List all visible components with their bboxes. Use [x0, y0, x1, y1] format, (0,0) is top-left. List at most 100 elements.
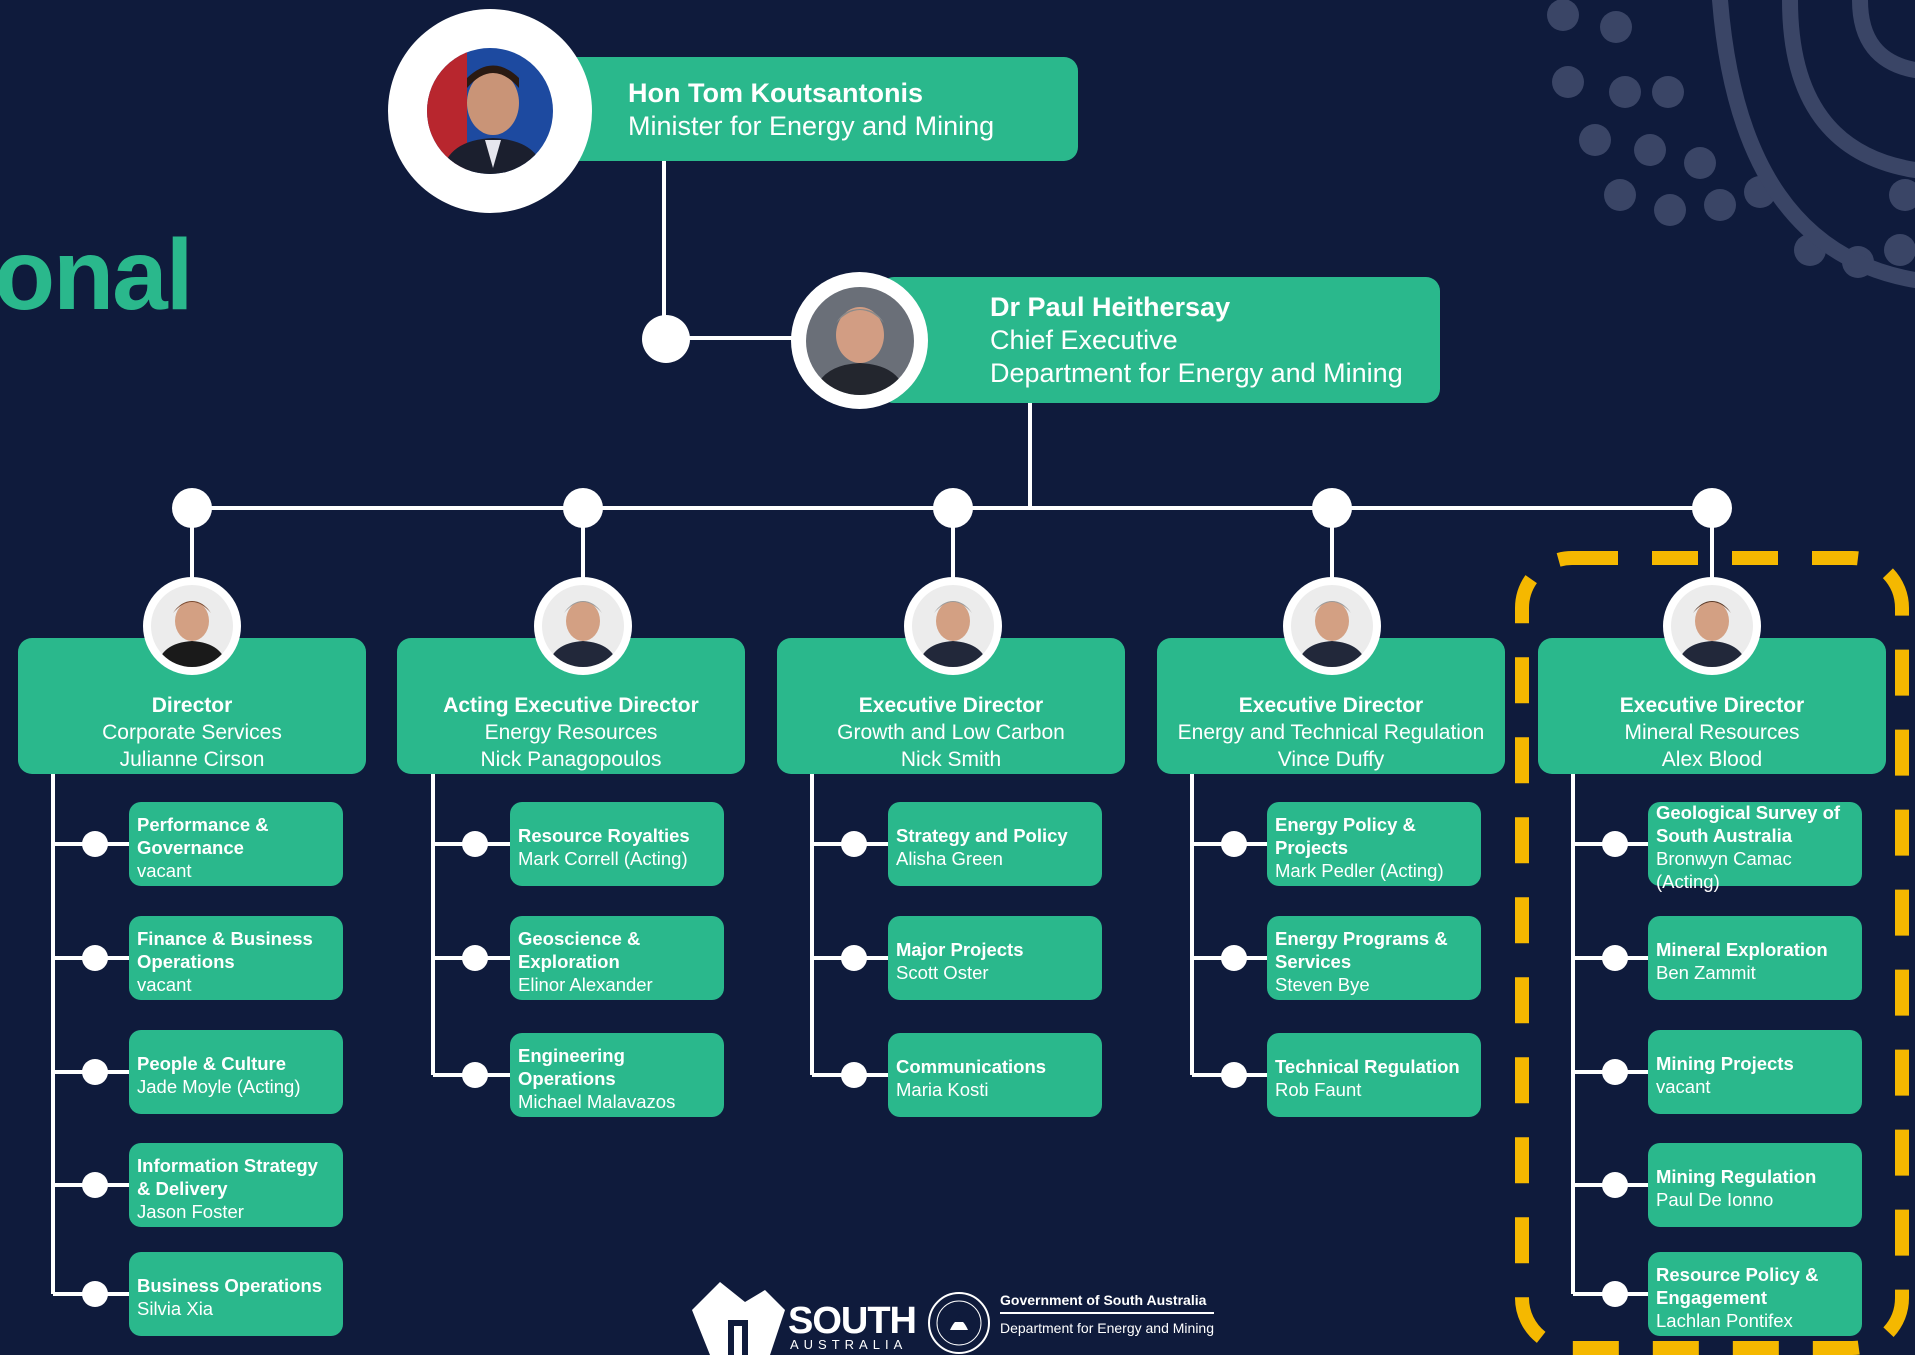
- division-head-photo: [534, 577, 632, 675]
- government-text: Government of South Australia Department…: [1000, 1290, 1214, 1338]
- connector-node: [462, 1062, 488, 1088]
- division-division: Energy and Technical Regulation: [1177, 721, 1485, 744]
- unit-title: Engineering Operations: [518, 1044, 625, 1089]
- unit-person: vacant: [1656, 1076, 1711, 1097]
- chief-executive-department: Department for Energy and Mining: [990, 358, 1403, 388]
- decor-dot: [1600, 11, 1632, 43]
- unit-person: vacant: [137, 859, 192, 881]
- unit-title: Information Strategy & Delivery: [137, 1154, 318, 1199]
- unit-person: Steven Bye: [1275, 973, 1370, 995]
- connector-node: [1602, 945, 1628, 971]
- division-division: Mineral Resources: [1624, 721, 1800, 744]
- unit-person: Michael Malavazos: [518, 1090, 676, 1112]
- south-australia-logo: [692, 1282, 785, 1355]
- connector-node: [841, 1062, 867, 1088]
- unit-person: Silvia Xia: [137, 1298, 214, 1319]
- decor-dot: [1889, 179, 1915, 211]
- division-person: Julianne Cirson: [119, 748, 265, 771]
- division-division: Energy Resources: [484, 721, 658, 744]
- connector-node: [82, 1059, 108, 1085]
- connector-node: [1221, 831, 1247, 857]
- decor-dot: [1684, 147, 1716, 179]
- division-person: Vince Duffy: [1277, 748, 1385, 771]
- connector-node: [462, 831, 488, 857]
- crest-icon: [928, 1292, 990, 1354]
- connector-node: [642, 315, 690, 363]
- connector-node: [82, 1172, 108, 1198]
- chief-executive-title: Chief Executive: [990, 325, 1178, 355]
- connector-node: [82, 945, 108, 971]
- unit-title: Energy Programs & Services: [1275, 927, 1448, 972]
- connector-node: [82, 831, 108, 857]
- decor-arc: [1852, 0, 1915, 78]
- division-head-photo: [143, 577, 241, 675]
- unit-person: Jade Moyle (Acting): [137, 1076, 301, 1097]
- division-division: Corporate Services: [102, 721, 282, 744]
- unit-person: Bronwyn Camac (Acting): [1656, 848, 1792, 892]
- south-australia-wordmark-sub: AUSTRALIA: [790, 1337, 908, 1352]
- decor-dot: [1547, 0, 1579, 31]
- unit-person: Maria Kosti: [896, 1079, 989, 1100]
- unit-title: Business Operations: [137, 1275, 323, 1296]
- government-name: Government of South Australia: [1000, 1290, 1214, 1314]
- unit-person: Scott Oster: [896, 962, 989, 983]
- connector-node: [1602, 1172, 1628, 1198]
- chief-executive-box: Dr Paul Heithersay Chief Executive Depar…: [880, 277, 1440, 403]
- division-head-photo: [904, 577, 1002, 675]
- unit-person: Elinor Alexander: [518, 973, 653, 995]
- connector-node: [1221, 945, 1247, 971]
- division-role: Director: [151, 694, 233, 717]
- unit-title: People & Culture: [137, 1053, 287, 1074]
- chief-executive-name: Dr Paul Heithersay: [990, 292, 1231, 322]
- unit-title: Geological Survey of South Australia: [1656, 802, 1841, 846]
- division-role: Executive Director: [1619, 694, 1805, 717]
- minister-photo: [388, 9, 592, 213]
- unit-person: Jason Foster: [137, 1200, 244, 1222]
- decor-dot: [1652, 76, 1684, 108]
- connector-node: [1602, 1281, 1628, 1307]
- unit-person: Lachlan Pontifex: [1656, 1309, 1793, 1331]
- unit-title: Strategy and Policy: [896, 825, 1068, 846]
- decor-arc: [1782, 0, 1915, 178]
- decor-dot: [1579, 124, 1611, 156]
- division-person: Alex Blood: [1661, 748, 1763, 771]
- minister-name: Hon Tom Koutsantonis: [628, 78, 923, 108]
- unit-title: Mining Regulation: [1656, 1166, 1817, 1187]
- unit-title: Major Projects: [896, 939, 1024, 960]
- connector-node: [841, 945, 867, 971]
- connector-node: [82, 1281, 108, 1307]
- decor-dot: [1604, 179, 1636, 211]
- division-role: Acting Executive Director: [443, 694, 699, 717]
- unit-title: Communications: [896, 1056, 1047, 1077]
- connector-node: [1221, 1062, 1247, 1088]
- decor-dot: [1552, 66, 1584, 98]
- decor-dot: [1704, 189, 1736, 221]
- connector-node: [462, 945, 488, 971]
- division-role: Executive Director: [1238, 694, 1424, 717]
- unit-person: Mark Correll (Acting): [518, 848, 688, 869]
- page-title: onal: [0, 219, 194, 331]
- decor-dot: [1884, 234, 1915, 266]
- chief-executive-photo: [791, 272, 928, 409]
- unit-title: Resource Policy & Engagement: [1656, 1263, 1819, 1308]
- unit-person: vacant: [137, 973, 192, 995]
- division-head-photo: [1663, 577, 1761, 675]
- unit-title: Geoscience & Exploration: [518, 927, 641, 972]
- minister-box: Hon Tom Koutsantonis Minister for Energy…: [560, 57, 1078, 161]
